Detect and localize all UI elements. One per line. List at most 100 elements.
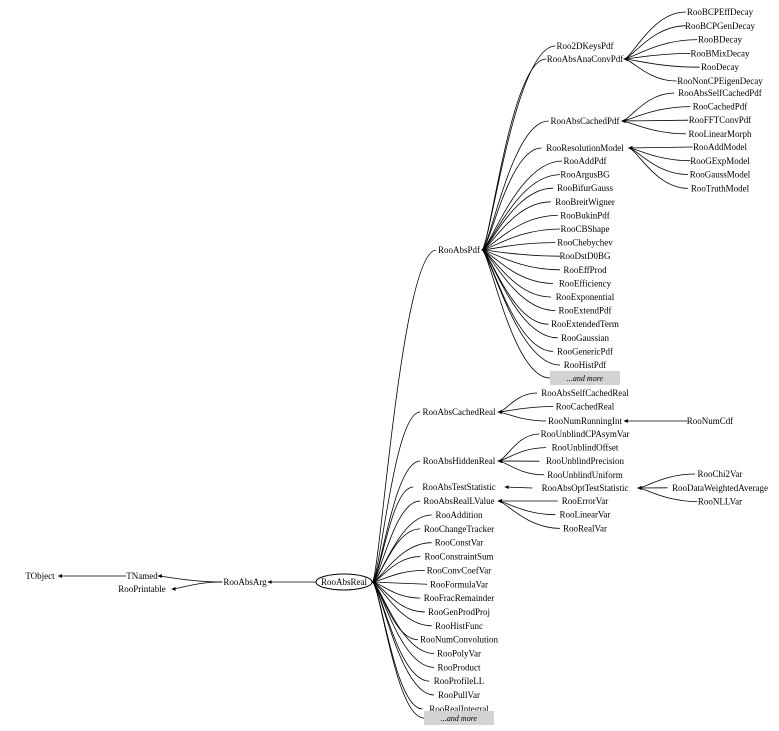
node-t-object: TObject	[25, 571, 55, 581]
inheritance-edge	[628, 146, 689, 175]
node-roo-abs-self-cached-real: RooAbsSelfCachedReal	[541, 388, 629, 398]
node-roo-truth-model: RooTruthModel	[691, 183, 750, 193]
and-more-label: ...and more	[441, 714, 478, 723]
node-roo-gaussian: RooGaussian	[561, 333, 609, 343]
node-roo-abs-cached-real: RooAbsCachedReal	[423, 407, 496, 417]
node-roo-non-cp-eigen-decay: RooNonCPEigenDecay	[677, 76, 763, 86]
node-roo-dst-d0-bg: RooDstD0BG	[559, 251, 611, 261]
node-roo-frac-remainder: RooFracRemainder	[424, 593, 494, 603]
node-roo-bukin-pdf: RooBukinPdf	[560, 210, 610, 220]
inheritance-edge	[497, 433, 540, 463]
node-roo-abs-cached-pdf: RooAbsCachedPdf	[551, 116, 620, 126]
node-roo-breit-wigner: RooBreitWigner	[555, 197, 615, 207]
inheritance-edge	[623, 39, 698, 61]
node-roo-abs-real-l-value: RooAbsRealLValue	[423, 496, 494, 506]
node-roo-product: RooProduct	[437, 662, 481, 672]
node-roo-g-exp-model: RooGExpModel	[690, 156, 750, 166]
node-roo-b-decay: RooBDecay	[698, 35, 742, 45]
node-roo-efficiency: RooEfficiency	[559, 278, 612, 288]
node-roo-error-var: RooErrorVar	[562, 496, 609, 506]
node-roo-resolution-model: RooResolutionModel	[546, 143, 624, 153]
node-roo-data-weighted-average: RooDataWeightedAverage	[672, 483, 768, 493]
node-roo-abs-pdf: RooAbsPdf	[438, 245, 480, 255]
node-roo-chi2-var: RooChi2Var	[698, 469, 743, 479]
node-roo-abs-self-cached-pdf: RooAbsSelfCachedPdf	[678, 88, 762, 98]
inheritance-edge	[481, 147, 542, 252]
node-roo-unblind-offset: RooUnblindOffset	[552, 443, 619, 453]
inheritance-edge	[623, 53, 691, 61]
inheritance-edge	[628, 146, 691, 162]
inheritance-edge	[371, 486, 414, 584]
inheritance-edge	[371, 249, 437, 584]
node-roo-change-tracker: RooChangeTracker	[424, 524, 494, 534]
node-roo-argus-bg: RooArgusBG	[560, 170, 610, 180]
node-roo-b-mix-decay: RooBMixDecay	[691, 48, 750, 58]
node-roo-num-cdf: RooNumCdf	[687, 416, 734, 426]
node-roo-real-integral: RooRealIntegral	[429, 704, 489, 714]
node-roo-gen-prod-proj: RooGenProdProj	[428, 607, 490, 617]
inheritance-edge	[371, 411, 421, 584]
inheritance-edge	[623, 57, 700, 68]
inheritance-edge	[621, 118, 689, 123]
inheritance-edge	[371, 580, 425, 719]
inheritance-edge	[171, 581, 223, 591]
node-roo-unblind-precision: RooUnblindPrecision	[546, 456, 624, 466]
node-roo-printable: RooPrintable	[118, 584, 166, 594]
inheritance-edge	[497, 410, 547, 422]
node-roo-conv-coef-var: RooConvCoefVar	[427, 565, 492, 575]
node-roo-formula-var: RooFormulaVar	[430, 579, 488, 589]
node-roo-gauss-model: RooGaussModel	[690, 170, 751, 180]
inheritance-edge	[621, 92, 675, 123]
node-roo-add-pdf: RooAddPdf	[563, 156, 606, 166]
node-roo-linear-morph: RooLinearMorph	[689, 129, 752, 139]
inheritance-edge	[497, 447, 547, 463]
node-roo-nll-var: RooNLLVar	[698, 497, 742, 507]
node-roo-abs-real: RooAbsReal	[321, 577, 367, 587]
node-roo-real-var: RooRealVar	[563, 523, 607, 533]
node-roo-unblind-uniform: RooUnblindUniform	[547, 470, 623, 480]
inheritance-edge	[481, 58, 547, 252]
node-roo-exponential: RooExponential	[556, 292, 615, 302]
inheritance-edge	[637, 486, 698, 502]
and-more-label: ...and more	[567, 374, 604, 383]
inheritance-edge	[497, 499, 556, 516]
node-roo-unblind-cp-asym-var: RooUnblindCPAsymVar	[541, 429, 630, 439]
inheritance-edge	[481, 248, 551, 379]
node-roo-linear-var: RooLinearVar	[560, 510, 611, 520]
inheritance-edge	[497, 459, 544, 476]
node-roo-cached-pdf: RooCachedPdf	[693, 102, 748, 112]
inheritance-edge	[497, 499, 561, 529]
inheritance-edge	[157, 574, 223, 583]
inheritance-edge	[371, 580, 428, 585]
node-roo-generic-pdf: RooGenericPdf	[557, 346, 613, 356]
inheritance-edge	[481, 45, 556, 252]
node-roo-poly-var: RooPolyVar	[437, 649, 481, 659]
node-roo-cached-real: RooCachedReal	[556, 402, 615, 412]
node-roo-const-var: RooConstVar	[435, 538, 484, 548]
node-roo-chebychev: RooChebychev	[557, 238, 613, 248]
node-roo-num-convolution: RooNumConvolution	[420, 635, 499, 645]
node-roo-abs-hidden-real: RooAbsHiddenReal	[423, 456, 496, 466]
rooabsreal-ellipse	[315, 573, 373, 591]
node-roo-bcp-gen-decay: RooBCPGenDecay	[685, 21, 755, 31]
node-roo-abs-opt-test-statistic: RooAbsOptTestStatistic	[542, 483, 629, 493]
inheritance-edge	[621, 119, 686, 135]
inheritance-edge	[623, 57, 677, 82]
node-t-named: TNamed	[126, 571, 158, 581]
inheritance-edge	[504, 485, 533, 490]
node-roo-profile-ll: RooProfileLL	[434, 676, 485, 686]
inheritance-edge	[628, 146, 689, 189]
node-roo-hist-pdf: RooHistPdf	[564, 360, 607, 370]
node-roo-pull-var: RooPullVar	[438, 690, 480, 700]
node-roo2-d-keys-pdf: Roo2DKeysPdf	[556, 41, 613, 51]
node-roo-abs-ana-conv-pdf: RooAbsAnaConvPdf	[547, 54, 624, 64]
and-more-box	[550, 371, 620, 385]
inheritance-edge	[628, 145, 693, 150]
node-roo-abs-test-statistic: RooAbsTestStatistic	[422, 482, 495, 492]
inheritance-edge	[481, 248, 556, 311]
node-roo-constraint-sum: RooConstraintSum	[424, 552, 493, 562]
node-roo-eff-prod: RooEffProd	[563, 265, 607, 275]
node-roo-num-running-int: RooNumRunningInt	[548, 416, 623, 426]
node-roo-bcp-eff-decay: RooBCPEffDecay	[687, 7, 754, 17]
